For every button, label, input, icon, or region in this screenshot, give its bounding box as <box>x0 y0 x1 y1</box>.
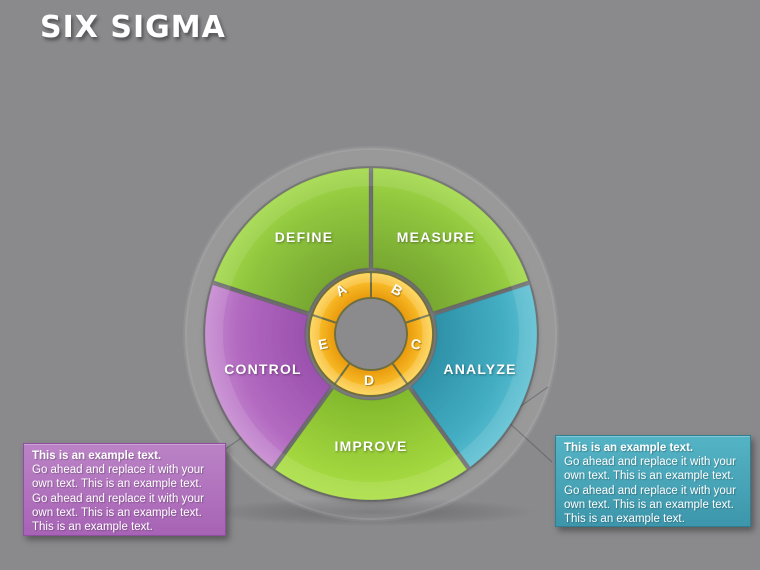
segment-label-define: DEFINE <box>274 229 334 245</box>
note-line: This is an example text. <box>32 521 153 534</box>
note-line: Go ahead and replace it with your <box>32 492 204 505</box>
segment-measure <box>372 167 529 313</box>
wheel-ground-shadow <box>206 498 536 526</box>
note-line: own text. This is an example text. <box>32 478 202 491</box>
note-line: This is an example text. <box>564 513 685 526</box>
note-line: own text. This is an example text. <box>564 498 734 511</box>
note-line: own text. This is an example text. <box>32 506 202 519</box>
ring-sector-a <box>311 270 372 324</box>
note-line: Go ahead and replace it with your <box>564 484 736 497</box>
note-line: own text. This is an example text. <box>564 470 734 483</box>
wheel-segments <box>204 167 538 501</box>
note-line: This is an example text. <box>32 450 162 462</box>
slide-title: SIX SIGMA <box>40 10 226 45</box>
segment-label-analyze: ANALYZE <box>443 361 517 377</box>
note-line: This is an example text. <box>564 442 694 454</box>
segment-label-measure: MEASURE <box>396 229 476 245</box>
segment-label-improve: IMPROVE <box>334 438 408 454</box>
ring-letter-d: D <box>363 372 375 388</box>
inner-ring <box>307 270 435 398</box>
segment-analyze <box>410 283 538 468</box>
segment-label-control: CONTROL <box>224 361 302 377</box>
segment-improve <box>274 387 468 501</box>
segment-define <box>213 167 370 313</box>
note-line: Go ahead and replace it with your <box>32 464 204 477</box>
note-box-right: This is an example text. Go ahead and re… <box>555 435 751 527</box>
wheel-gloss-band <box>205 168 537 500</box>
segment-control <box>204 283 332 468</box>
wheel-glow-rim <box>183 146 559 522</box>
inner-ring-gloss <box>310 273 432 395</box>
wheel-center-hole <box>336 299 406 369</box>
note-box-left: This is an example text. Go ahead and re… <box>23 443 226 536</box>
note-line: Go ahead and replace it with your <box>564 456 736 469</box>
